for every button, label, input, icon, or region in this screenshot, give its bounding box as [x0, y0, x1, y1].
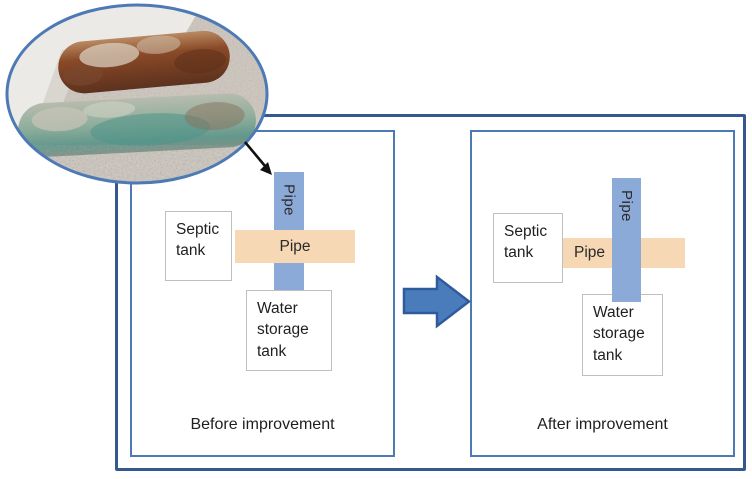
water-storage-tank-before: Water storage tank [246, 290, 332, 371]
water-storage-tank-after: Water storage tank [582, 294, 663, 376]
panel-after [470, 130, 735, 457]
before-caption: Before improvement [190, 416, 335, 433]
horizontal-pipe-label: Pipe [279, 237, 311, 255]
septic-tank-before: Septic tank [165, 211, 232, 281]
septic-tank-after: Septic tank [493, 213, 563, 283]
vertical-pipe-after: Pipe [612, 178, 641, 302]
panel-before [130, 130, 395, 457]
horizontal-pipe-label: Pipe [574, 244, 606, 261]
vertical-pipe-label: Pipe [618, 190, 635, 223]
vertical-pipe-label: Pipe [280, 184, 298, 217]
after-caption: After improvement [537, 416, 668, 433]
horizontal-pipe-before: Pipe [235, 230, 355, 263]
outer-frame [115, 114, 746, 471]
transition-arrow-icon [402, 274, 472, 329]
